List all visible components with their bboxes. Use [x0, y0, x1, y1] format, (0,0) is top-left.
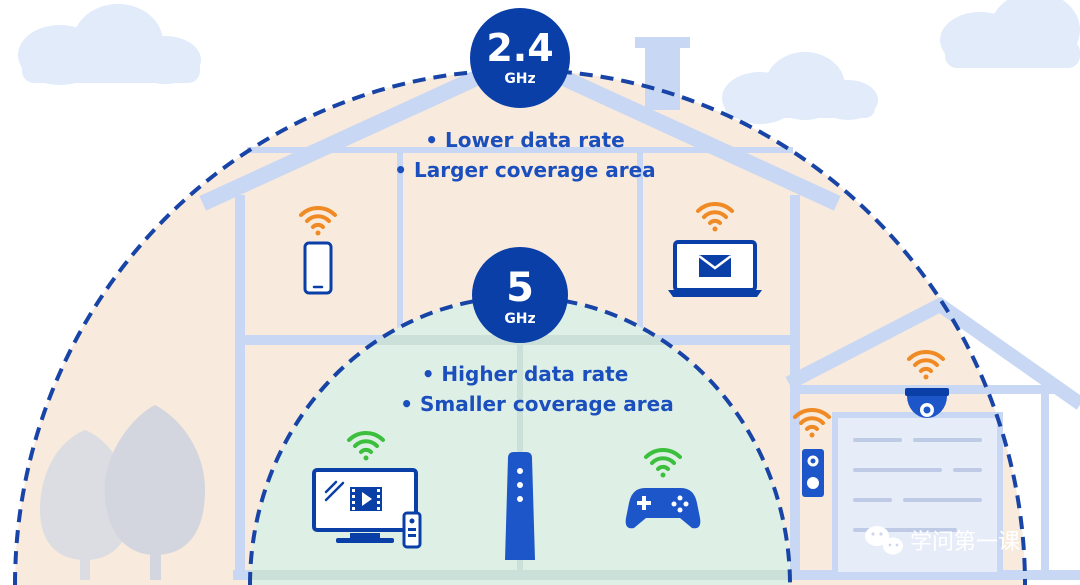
doorbell-icon: [802, 449, 824, 497]
band-24ghz-point-2: • Larger coverage area: [394, 158, 655, 182]
wifi-icon: [907, 349, 945, 380]
badge-5ghz-unit: GHz: [504, 311, 535, 327]
watermark-text: 学问第一课: [910, 530, 1020, 555]
cloud-left: [18, 4, 201, 85]
band-24ghz-point-1: • Lower data rate: [425, 128, 624, 152]
smart-tv-icon: [312, 468, 422, 549]
garage-door: [832, 412, 1003, 578]
badge-24ghz: 2.4 GHz: [470, 8, 570, 108]
cloud-middle: [722, 52, 878, 124]
tree-right: [104, 405, 205, 580]
wifi-router-icon: [505, 452, 535, 560]
remote-control-icon: [402, 511, 422, 549]
security-camera-icon: [905, 388, 949, 418]
tree-left: [40, 430, 130, 580]
wifi-icon: [793, 407, 831, 438]
wifi-icon: [696, 201, 734, 232]
wifi-icon: [299, 205, 337, 236]
wechat-icon: [865, 526, 903, 555]
wifi-icon: [644, 447, 682, 478]
cloud-right: [940, 0, 1080, 68]
band-5ghz-point-1: • Higher data rate: [422, 362, 629, 386]
smartphone-icon: [303, 241, 333, 295]
garage-roof: [785, 296, 1080, 410]
laptop-email-icon: [668, 240, 762, 297]
watermark: 学问第一课: [865, 526, 1020, 555]
badge-24ghz-unit: GHz: [504, 71, 535, 87]
chimney: [645, 45, 680, 110]
badge-5ghz: 5 GHz: [472, 247, 568, 343]
badge-5ghz-number: 5: [506, 265, 534, 311]
band-5ghz-point-2: • Smaller coverage area: [400, 392, 673, 416]
coverage-boundary-5ghz: [248, 295, 792, 585]
wifi-icon: [347, 430, 385, 461]
game-controller-icon: [625, 488, 701, 529]
badge-24ghz-number: 2.4: [486, 26, 553, 70]
